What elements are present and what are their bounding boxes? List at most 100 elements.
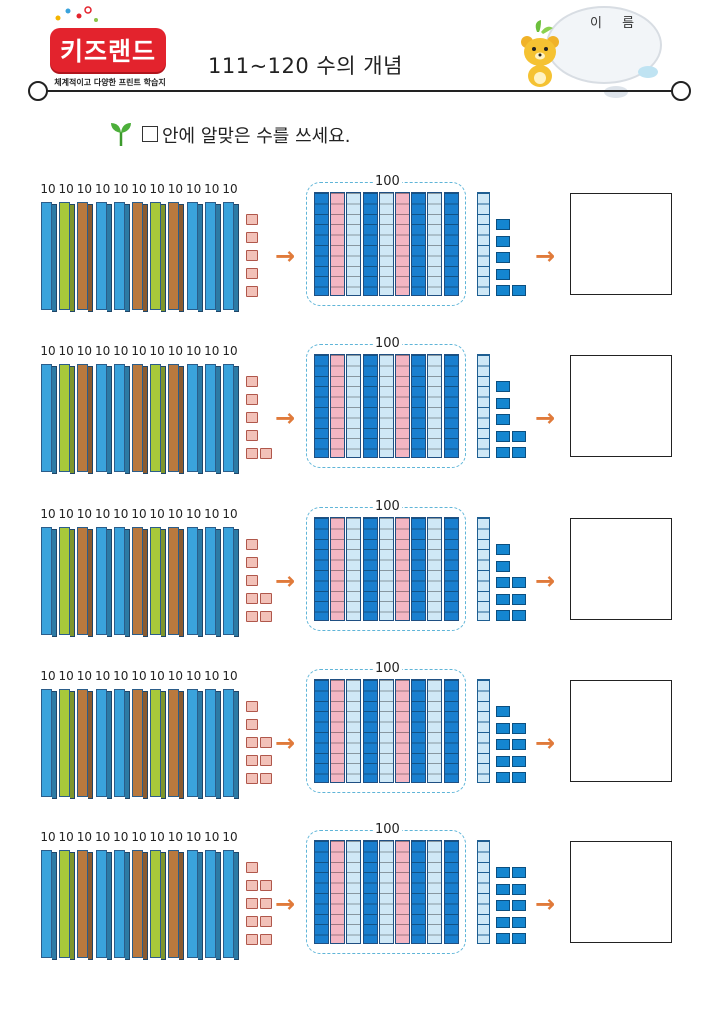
hundred-column <box>314 192 329 296</box>
arrow-right-icon: → <box>535 242 556 270</box>
ten-label: 10 <box>40 507 56 521</box>
unit-cube <box>260 916 272 927</box>
unit-cube <box>260 448 272 459</box>
ten-rod-side <box>234 691 239 799</box>
arrow-right-icon: → <box>535 567 556 595</box>
ten-rod <box>132 689 143 797</box>
answer-box[interactable] <box>570 193 672 295</box>
hundred-column <box>362 517 378 621</box>
unit-cube <box>246 232 258 243</box>
ones-cube <box>512 610 526 621</box>
ten-rod <box>132 850 143 958</box>
hundred-column <box>346 517 362 621</box>
ten-rod-side <box>124 852 130 960</box>
unit-cube <box>260 593 272 604</box>
ones-cube <box>496 381 510 392</box>
answer-box[interactable] <box>570 518 672 620</box>
ten-label: 10 <box>167 182 184 196</box>
ten-label: 10 <box>58 830 74 844</box>
ten-rod-side <box>106 529 112 637</box>
ten-rod <box>223 850 234 958</box>
hundred-column <box>378 517 394 621</box>
ten-rod <box>204 850 216 958</box>
unit-cube <box>246 737 258 748</box>
ten-label: 10 <box>131 182 147 196</box>
ten-label: 10 <box>58 182 74 196</box>
ten-label: 10 <box>185 182 202 196</box>
ten-rod <box>59 850 71 958</box>
ten-rod-side <box>234 204 239 312</box>
ones-cube <box>512 722 526 734</box>
ten-rod <box>223 527 234 635</box>
hundred-label: 100 <box>373 174 402 189</box>
ten-rod-side <box>70 204 76 312</box>
ten-label: 10 <box>222 182 238 196</box>
ten-rod-side <box>197 852 203 960</box>
hundred-column <box>411 840 427 944</box>
ten-label: 10 <box>131 669 147 683</box>
ten-label: 10 <box>204 344 220 358</box>
arrow-right-icon: → <box>275 729 296 757</box>
ten-rod <box>223 364 234 472</box>
ten-rod-side <box>52 852 57 960</box>
ten-label: 10 <box>94 344 111 358</box>
ten-label: 10 <box>185 344 202 358</box>
ten-rod <box>168 527 180 635</box>
unit-cube <box>260 773 272 784</box>
ten-rod-side <box>124 691 130 799</box>
ones-cube <box>496 219 510 230</box>
ten-label: 10 <box>94 669 111 683</box>
ten-rod-side <box>143 366 148 474</box>
unit-cube <box>260 611 272 622</box>
ten-rod <box>186 364 198 472</box>
ones-cube <box>496 235 510 247</box>
header-rule <box>38 90 683 92</box>
ones-cube <box>496 447 510 458</box>
cloud-decoration-icon <box>596 60 666 100</box>
ten-rod <box>204 364 216 472</box>
sprout-icon <box>110 122 132 146</box>
hundred-column <box>411 354 427 458</box>
answer-box[interactable] <box>570 680 672 782</box>
ones-cube <box>496 706 510 717</box>
ones-cube <box>496 397 510 409</box>
ten-rod <box>132 364 143 472</box>
unit-cube <box>246 916 258 927</box>
ten-rod <box>168 850 180 958</box>
ten-rod <box>59 527 71 635</box>
ten-rod-side <box>179 852 185 960</box>
ten-rod <box>95 527 107 635</box>
unit-cube <box>246 862 258 873</box>
ten-rod <box>204 689 216 797</box>
ten-label: 10 <box>149 830 165 844</box>
name-label: 이 름 <box>590 16 643 31</box>
ten-rod-side <box>88 852 94 960</box>
ten-rod <box>150 364 162 472</box>
instruction-text: 안에 알맞은 수를 쓰세요. <box>162 126 351 147</box>
ones-cube <box>496 544 510 555</box>
hundred-column <box>443 517 459 621</box>
ones-cube <box>512 916 526 928</box>
ten-rod-side <box>234 366 239 474</box>
answer-box[interactable] <box>570 841 672 943</box>
ten-rod-side <box>215 204 221 312</box>
ten-rod-side <box>70 852 76 960</box>
ten-label: 10 <box>131 507 147 521</box>
ten-label: 10 <box>185 669 202 683</box>
ones-cube <box>496 610 510 621</box>
ten-rod <box>132 202 143 310</box>
hundred-column <box>346 192 362 296</box>
ten-rod <box>41 689 52 797</box>
unit-cube <box>260 880 272 891</box>
unit-cube <box>246 773 258 784</box>
answer-box[interactable] <box>570 355 672 457</box>
unit-cube <box>246 430 258 441</box>
unit-cube <box>246 575 258 586</box>
unit-cube <box>246 286 258 297</box>
ten-rod-side <box>52 204 57 312</box>
ones-cube <box>496 268 510 280</box>
ten-label: 10 <box>94 507 111 521</box>
hundred-column <box>346 840 362 944</box>
unit-cube <box>246 557 258 568</box>
ten-rod <box>113 689 125 797</box>
